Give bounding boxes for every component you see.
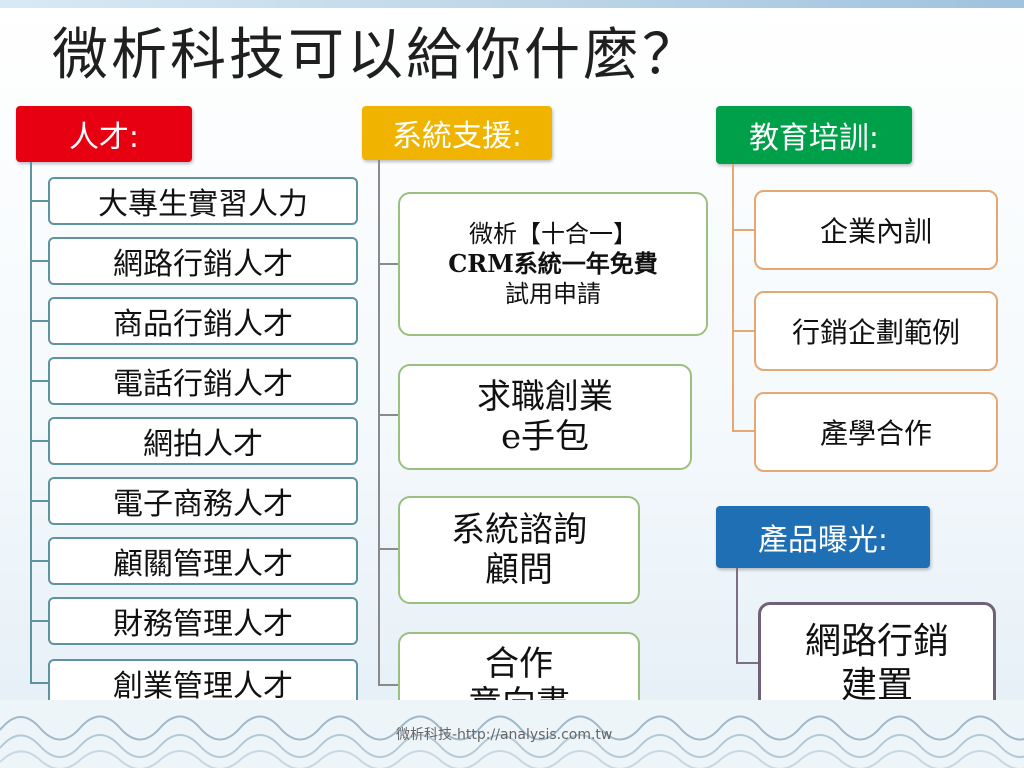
exposure-box-line: 網路行銷 xyxy=(804,621,949,662)
talent-item: 顧關管理人才 xyxy=(48,537,358,585)
talent-branch xyxy=(30,260,48,262)
support-box-job-kit: 求職創業 e手包 xyxy=(398,364,692,470)
support-header-label: 系統支援: xyxy=(391,119,523,154)
support-box-line: CRM系統一年免費 xyxy=(448,249,658,278)
talent-branch xyxy=(30,440,48,442)
training-header-label: 教育培訓: xyxy=(748,121,880,156)
support-box-consult: 系統諮詢 顧問 xyxy=(398,496,640,604)
talent-item: 電話行銷人才 xyxy=(48,357,358,405)
support-box-line: 顧問 xyxy=(485,550,553,590)
training-item: 行銷企劃範例 xyxy=(754,291,998,371)
talent-header-label: 人才: xyxy=(68,120,140,155)
support-branch xyxy=(378,548,398,550)
talent-item: 網拍人才 xyxy=(48,417,358,465)
talent-header: 人才: xyxy=(16,106,192,162)
support-header: 系統支援: xyxy=(362,106,552,160)
talent-branch xyxy=(30,682,48,684)
training-branch xyxy=(732,229,754,231)
talent-item: 創業管理人才 xyxy=(48,659,358,707)
talent-item: 財務管理人才 xyxy=(48,597,358,645)
support-box-line: 合作 xyxy=(485,644,553,684)
training-item: 產學合作 xyxy=(754,392,998,472)
talent-branch xyxy=(30,500,48,502)
support-box-line: e手包 xyxy=(500,417,590,457)
exposure-trunk-line xyxy=(736,568,738,664)
training-header: 教育培訓: xyxy=(716,106,912,164)
support-box-line: 系統諮詢 xyxy=(451,510,587,550)
support-branch xyxy=(378,414,398,416)
talent-branch xyxy=(30,200,48,202)
training-branch xyxy=(732,430,754,432)
support-box-line: 試用申請 xyxy=(505,280,601,308)
talent-branch xyxy=(30,620,48,622)
talent-item: 網路行銷人才 xyxy=(48,237,358,285)
talent-branch xyxy=(30,560,48,562)
support-box-crm-trial: 微析【十合一】 CRM系統一年免費 試用申請 xyxy=(398,192,708,336)
talent-branch xyxy=(30,320,48,322)
support-trunk-line xyxy=(378,160,380,686)
support-box-line: 求職創業 xyxy=(477,377,613,417)
page-title: 微析科技可以給你什麼？ xyxy=(52,23,701,88)
footer-url: 微析科技-http://analysis.com.tw xyxy=(396,727,613,743)
training-trunk-line xyxy=(732,164,734,432)
support-box-line: 微析【十合一】 xyxy=(469,220,637,248)
exposure-box-line: 建置 xyxy=(840,665,913,706)
wave-decoration xyxy=(0,700,1024,768)
talent-item: 商品行銷人才 xyxy=(48,297,358,345)
training-item: 企業內訓 xyxy=(754,190,998,270)
exposure-header: 產品曝光: xyxy=(716,506,930,568)
talent-branch xyxy=(30,380,48,382)
exposure-branch xyxy=(736,662,758,664)
talent-trunk-line xyxy=(30,162,32,684)
exposure-header-label: 產品曝光: xyxy=(757,523,889,558)
training-branch xyxy=(732,330,754,332)
talent-item: 大專生實習人力 xyxy=(48,177,358,225)
top-decor-bar xyxy=(0,0,1024,8)
talent-item: 電子商務人才 xyxy=(48,477,358,525)
support-branch xyxy=(378,684,398,686)
support-branch xyxy=(378,263,398,265)
